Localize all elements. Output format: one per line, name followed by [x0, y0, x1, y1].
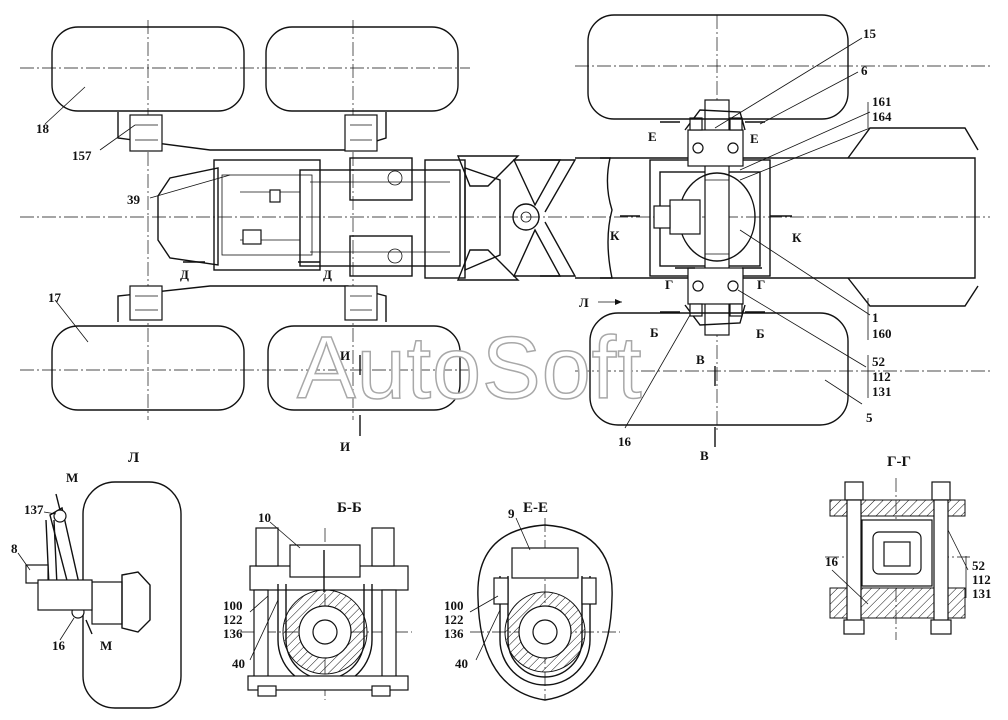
- section-g-left: Г: [665, 277, 673, 292]
- front-frame: [575, 99, 979, 336]
- section-v-top: В: [696, 352, 705, 367]
- rear-tire-bottom-left: [51, 325, 245, 411]
- view-l-marker: Л: [579, 295, 589, 310]
- callout-131-gg: 131: [972, 586, 992, 601]
- watermark: AutoSoft: [297, 318, 643, 417]
- view-bb: Б-Б 10 100 122 136 40: [223, 500, 412, 700]
- callout-15: 15: [863, 26, 877, 41]
- section-d-left: Д: [180, 267, 189, 282]
- callout-122-bb: 122: [223, 612, 243, 627]
- callout-16-view-l: 16: [52, 638, 66, 653]
- rear-axle: [117, 112, 387, 322]
- view-gg-title: Г-Г: [887, 454, 911, 470]
- rear-tire-top-left: [51, 26, 245, 112]
- callout-40-ee: 40: [455, 656, 468, 671]
- view-l-m-bottom: М: [100, 638, 112, 653]
- section-e-right: Е: [750, 131, 759, 146]
- view-gg: Г-Г 16 52 112 131: [825, 454, 992, 640]
- leader-lines: [44, 37, 871, 429]
- callout-160: 160: [872, 326, 892, 341]
- front-axle-mount-bottom: [684, 267, 746, 326]
- callout-52-gg: 52: [972, 558, 985, 573]
- view-ee: Е-Е 9 100 122 136 40: [444, 500, 620, 701]
- callout-157: 157: [72, 148, 92, 163]
- callout-1: 1: [872, 310, 879, 325]
- view-bb-title: Б-Б: [337, 500, 362, 516]
- section-g-right: Г: [757, 277, 765, 292]
- callout-52: 52: [872, 354, 885, 369]
- section-d-right: Д: [323, 267, 332, 282]
- callout-137: 137: [24, 502, 44, 517]
- callout-100-bb: 100: [223, 598, 243, 613]
- callout-17: 17: [48, 290, 62, 305]
- plan-view: 15 6 161 164 18 157 39 17 1 160 52 112 1…: [20, 14, 990, 463]
- rear-tire-bottom-right: [267, 325, 461, 411]
- callout-10: 10: [258, 510, 271, 525]
- callout-18: 18: [36, 121, 50, 136]
- callout-136-bb: 136: [223, 626, 243, 641]
- front-tire-bottom: [589, 312, 849, 426]
- section-b-left: Б: [650, 325, 659, 340]
- view-ee-title: Е-Е: [523, 500, 548, 516]
- callout-9: 9: [508, 506, 515, 521]
- view-l-title: Л: [128, 450, 139, 466]
- section-i-top: И: [340, 348, 350, 363]
- callout-136-ee: 136: [444, 626, 464, 641]
- callout-112: 112: [872, 369, 891, 384]
- section-k-left: К: [610, 228, 620, 243]
- view-l-m-top: М: [66, 470, 78, 485]
- section-markers: [183, 121, 792, 447]
- callout-39: 39: [127, 192, 141, 207]
- view-l: Л М М 137 8 16: [11, 450, 182, 709]
- section-e-left: Е: [648, 129, 657, 144]
- section-i-bottom: И: [340, 439, 350, 454]
- callout-164: 164: [872, 109, 892, 124]
- callout-16-gg: 16: [825, 554, 839, 569]
- section-b-right: Б: [756, 326, 765, 341]
- articulation-joint: [456, 155, 577, 281]
- section-k-right: К: [792, 230, 802, 245]
- callout-112-gg: 112: [972, 572, 991, 587]
- callout-161: 161: [872, 94, 892, 109]
- callout-8: 8: [11, 541, 18, 556]
- rear-frame: [157, 157, 466, 279]
- front-tire-top: [587, 14, 849, 120]
- callout-5: 5: [866, 410, 873, 425]
- front-axle-mount-top: [684, 109, 746, 167]
- callout-100-ee: 100: [444, 598, 464, 613]
- section-v-bottom: В: [700, 448, 709, 463]
- rear-tire-top-right: [265, 26, 459, 112]
- callout-40-bb: 40: [232, 656, 245, 671]
- callout-122-ee: 122: [444, 612, 464, 627]
- callout-16: 16: [618, 434, 632, 449]
- callout-6: 6: [861, 63, 868, 78]
- callout-131: 131: [872, 384, 892, 399]
